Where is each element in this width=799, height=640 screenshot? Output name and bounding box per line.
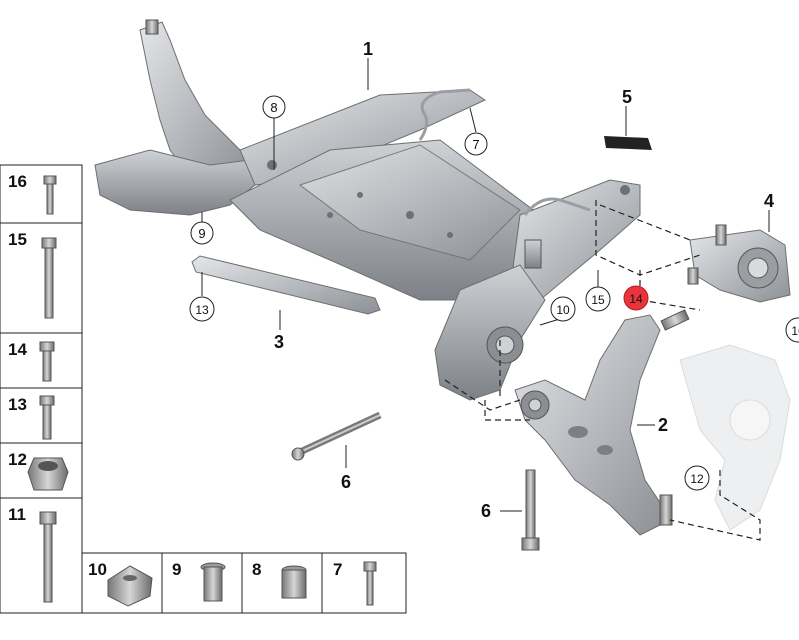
bolt-11-icon — [39, 511, 57, 603]
long-bolt-lower — [521, 469, 540, 551]
bushing-9-icon — [200, 562, 226, 602]
nut-12-icon — [27, 457, 69, 491]
shield — [604, 118, 652, 150]
svg-text:13: 13 — [195, 303, 209, 317]
label-part-6-upper: 6 — [341, 472, 351, 492]
label-part-6-lower: 6 — [481, 501, 491, 521]
label-part-4: 4 — [764, 191, 774, 211]
callout-10: 10 — [550, 296, 576, 322]
svg-text:7: 7 — [472, 137, 479, 152]
bolt-16-icon — [43, 175, 57, 215]
legend-label-8: 8 — [252, 560, 261, 579]
legend-label-15: 15 — [8, 230, 27, 249]
label-part-3: 3 — [274, 332, 284, 352]
legend-label-13: 13 — [8, 395, 27, 414]
callout-9: 9 — [190, 221, 214, 245]
tension-strut — [191, 255, 381, 315]
legend-label-14: 14 — [8, 340, 27, 359]
svg-text:14: 14 — [629, 292, 643, 306]
callout-15: 15 — [585, 286, 611, 312]
callout-16-cut: 16 — [785, 317, 799, 343]
label-part-1: 1 — [363, 39, 373, 59]
bolt-13-icon — [39, 395, 55, 440]
legend-label-12: 12 — [8, 450, 27, 469]
legend-vertical: 16 15 14 13 12 11 — [0, 164, 83, 614]
steering-knuckle-ghost — [679, 344, 791, 531]
callouts: 8 7 9 13 10 15 14 12 — [189, 95, 799, 491]
bolt-7-icon — [363, 561, 377, 606]
square-nut-10-icon — [107, 565, 153, 607]
callout-8: 8 — [262, 95, 286, 119]
callout-7: 7 — [464, 132, 488, 156]
bolt-15-icon — [41, 237, 57, 319]
bolt-14-icon — [39, 341, 55, 382]
main-part-labels: 1 5 4 3 2 6 6 — [274, 39, 774, 521]
svg-text:10: 10 — [556, 303, 570, 317]
subframe — [94, 19, 641, 401]
svg-text:15: 15 — [591, 293, 605, 307]
long-bolt-upper — [291, 411, 382, 461]
label-part-5: 5 — [622, 87, 632, 107]
svg-text:8: 8 — [270, 100, 277, 115]
callout-14-highlighted: 14 — [623, 285, 649, 311]
legend-label-16: 16 — [8, 172, 27, 191]
leader-lines — [201, 58, 770, 512]
legend-label-7: 7 — [333, 560, 342, 579]
svg-text:9: 9 — [198, 226, 205, 241]
callout-12: 12 — [684, 465, 710, 491]
legend-label-9: 9 — [172, 560, 181, 579]
bracket — [687, 224, 791, 303]
sleeve-8-icon — [281, 565, 307, 599]
svg-text:16: 16 — [791, 324, 799, 338]
control-arm — [514, 309, 690, 536]
legend-horizontal: 10 9 8 7 — [81, 552, 407, 614]
callout-13: 13 — [189, 296, 215, 322]
legend-label-10: 10 — [88, 560, 107, 579]
legend-label-11: 11 — [8, 505, 26, 524]
svg-text:12: 12 — [690, 472, 704, 486]
label-part-2: 2 — [658, 415, 668, 435]
